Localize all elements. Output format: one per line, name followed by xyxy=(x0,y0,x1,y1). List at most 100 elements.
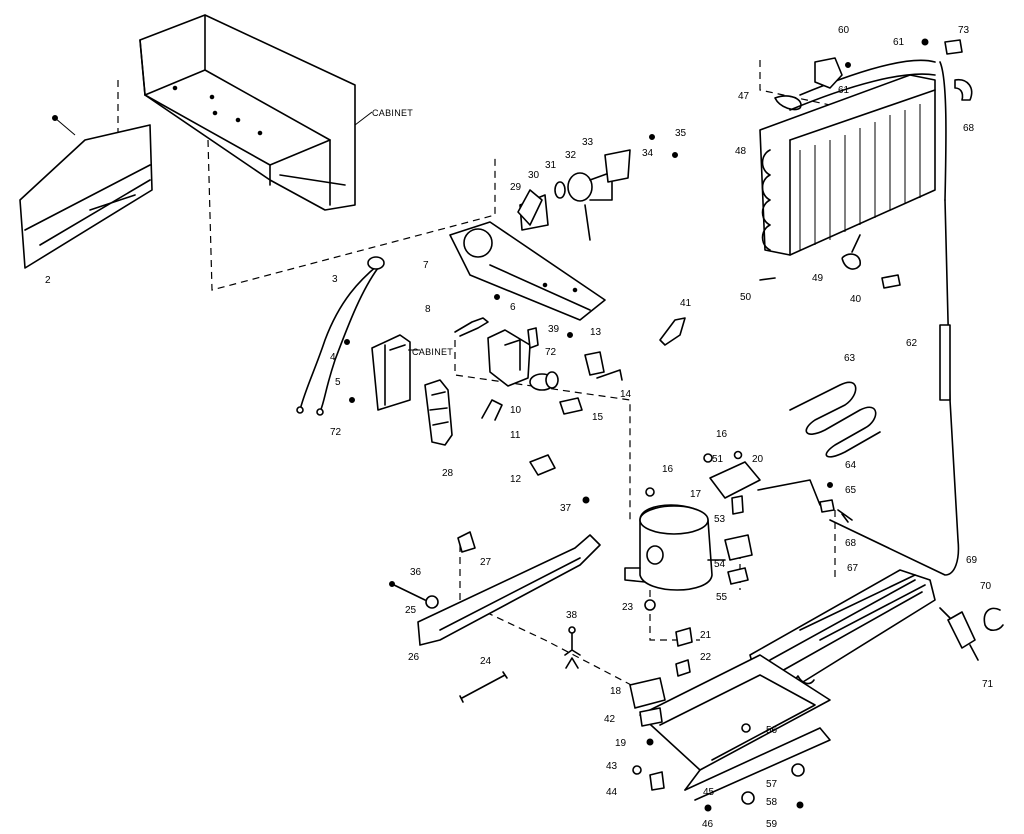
cabinet-label-middle: CABINET xyxy=(412,347,453,357)
part-49-wire xyxy=(851,234,861,253)
label-27: 27 xyxy=(480,557,492,568)
label-48: 48 xyxy=(735,146,747,157)
label-58: 58 xyxy=(766,797,778,808)
label-41: 41 xyxy=(680,298,692,309)
label-55: 55 xyxy=(716,592,728,603)
part-46 xyxy=(704,804,712,812)
part-41 xyxy=(659,317,686,346)
part-43 xyxy=(632,765,642,775)
label-49: 49 xyxy=(812,273,824,284)
label-2: 2 xyxy=(45,275,51,286)
part-22 xyxy=(675,659,691,677)
label-16-b: 16 xyxy=(716,429,728,440)
label-10: 10 xyxy=(510,405,522,416)
part-40 xyxy=(881,274,901,289)
label-21: 21 xyxy=(700,630,712,641)
part-36 xyxy=(425,595,439,609)
label-17: 17 xyxy=(690,489,702,500)
label-8: 8 xyxy=(425,304,431,315)
part-11 xyxy=(481,399,503,421)
part-18 xyxy=(629,677,666,709)
label-18: 18 xyxy=(610,686,622,697)
label-72-mid: 72 xyxy=(545,347,557,358)
label-69: 69 xyxy=(966,555,978,566)
label-19: 19 xyxy=(615,738,627,749)
label-72-left: 72 xyxy=(330,427,342,438)
part-27 xyxy=(457,531,476,553)
part-19 xyxy=(646,738,654,746)
part-37 xyxy=(582,496,590,504)
label-32: 32 xyxy=(565,150,577,161)
label-59: 59 xyxy=(766,819,778,830)
part-58 xyxy=(741,791,755,805)
part-21 xyxy=(675,627,693,647)
relay-bracket xyxy=(487,327,539,387)
part-23 xyxy=(644,599,656,611)
part-57 xyxy=(791,763,805,777)
part-56 xyxy=(741,723,751,733)
part-51 xyxy=(733,450,743,460)
label-42: 42 xyxy=(604,714,616,725)
part-12 xyxy=(529,454,556,476)
label-16-a: 16 xyxy=(662,464,674,475)
part-16-a xyxy=(645,487,655,497)
label-28: 28 xyxy=(442,468,454,479)
label-71: 71 xyxy=(982,679,994,690)
label-45: 45 xyxy=(703,787,715,798)
part-number-labels: 2 3 4 5 6 7 8 10 11 12 13 14 15 16 16 17… xyxy=(45,25,994,830)
label-14: 14 xyxy=(620,389,632,400)
part-49 xyxy=(841,253,861,270)
label-36: 36 xyxy=(410,567,422,578)
label-43: 43 xyxy=(606,761,618,772)
label-65: 65 xyxy=(845,485,857,496)
label-61-mid: 61 xyxy=(838,85,850,96)
label-38: 38 xyxy=(566,610,578,621)
part-20 xyxy=(709,461,761,499)
label-13: 13 xyxy=(590,327,602,338)
label-63: 63 xyxy=(844,353,856,364)
capacitor-part-10 xyxy=(529,371,559,391)
part-15 xyxy=(559,397,583,415)
label-61-top: 61 xyxy=(893,37,905,48)
label-73: 73 xyxy=(958,25,970,36)
label-39: 39 xyxy=(548,324,560,335)
label-68-top: 68 xyxy=(963,123,975,134)
label-25: 25 xyxy=(405,605,417,616)
label-7: 7 xyxy=(423,260,429,271)
rail-part-26 xyxy=(417,534,601,646)
label-70: 70 xyxy=(980,581,992,592)
part-28 xyxy=(424,379,453,446)
part-54 xyxy=(724,534,753,561)
part-42 xyxy=(639,707,663,727)
label-11: 11 xyxy=(510,430,521,441)
tube-64 xyxy=(757,479,821,506)
label-50: 50 xyxy=(740,292,752,303)
heater-part-63 xyxy=(789,381,881,458)
part-62 xyxy=(939,324,951,401)
label-20: 20 xyxy=(752,454,764,465)
label-34: 34 xyxy=(642,148,654,159)
evaporator-part-67 xyxy=(749,569,936,691)
part-59 xyxy=(796,801,804,809)
part-14 xyxy=(596,369,623,381)
label-30: 30 xyxy=(528,170,540,181)
part-60 xyxy=(814,57,843,89)
part-73 xyxy=(944,39,963,55)
cabinet-bracket xyxy=(371,334,411,411)
part-68-top xyxy=(954,78,973,101)
part-44 xyxy=(649,771,665,791)
label-24: 24 xyxy=(480,656,492,667)
label-33: 33 xyxy=(582,137,594,148)
condenser-coil xyxy=(759,59,947,256)
bracket-part-2 xyxy=(19,115,153,269)
part-16-b xyxy=(703,453,713,463)
label-23: 23 xyxy=(622,602,634,613)
fan-motor-assembly xyxy=(517,149,631,241)
label-5: 5 xyxy=(335,377,341,388)
label-26: 26 xyxy=(408,652,420,663)
base-frame xyxy=(639,654,831,801)
label-44: 44 xyxy=(606,787,618,798)
label-46: 46 xyxy=(702,819,714,830)
part-68-mid xyxy=(837,509,853,523)
